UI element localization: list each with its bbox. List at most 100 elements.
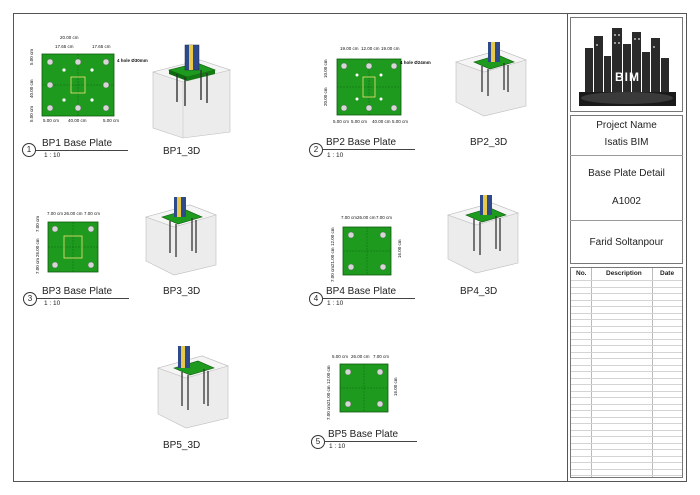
- revision-row-line: [571, 286, 682, 288]
- divider: [570, 155, 683, 156]
- revision-row-line: [571, 325, 682, 327]
- bp1-dim: 40.00 cm: [29, 79, 34, 98]
- bp4-plan-drawing: [342, 226, 392, 276]
- view-number-4: 4: [309, 292, 323, 306]
- bp2-3d-title[interactable]: BP2_3D: [470, 137, 508, 148]
- bp3-title[interactable]: BP3 Base Plate: [42, 286, 113, 297]
- sheet-name: Base Plate Detail: [588, 168, 665, 179]
- bp1-dim: 5.00 cm: [43, 118, 60, 123]
- bp1-3d-title[interactable]: BP1_3D: [163, 146, 201, 157]
- bp1-dim: 5.00 cm: [29, 105, 34, 122]
- bp4-3d-title[interactable]: BP4_3D: [460, 286, 498, 297]
- bp1-hole-note: 4 hole Ø30mm: [117, 58, 148, 63]
- revision-row-line: [571, 293, 682, 294]
- bp5-3d-model: [157, 346, 229, 429]
- author-name: Farid Soltanpour: [589, 237, 664, 248]
- bp2-title[interactable]: BP2 Base Plate: [326, 137, 397, 148]
- bp3-dim: 26.00 cm: [35, 238, 40, 257]
- divider: [570, 220, 683, 221]
- bp5-scale: 1 : 10: [329, 443, 346, 450]
- view-number-3: 3: [23, 292, 37, 306]
- bp5-dim: 16.00 cm: [393, 377, 398, 396]
- bp4-dim: 7.00 cm: [341, 215, 358, 220]
- bp5-dim: 7.00 cm: [326, 403, 331, 420]
- revision-row-line: [571, 312, 682, 314]
- bp4-dim: 21.00 cm: [330, 247, 335, 266]
- bp3-dim: 7.00 cm: [47, 211, 64, 216]
- revision-row-line: [571, 338, 682, 340]
- bp1-dim: 17.65 cm: [55, 44, 74, 49]
- bp1-dim: 5.00 cm: [103, 118, 120, 123]
- bp1-3d-model: [151, 44, 232, 139]
- revision-row-line: [571, 306, 682, 307]
- view-number-5: 5: [311, 435, 325, 449]
- revision-row-line: [571, 351, 682, 353]
- bp2-dim: 5.00 cm: [392, 119, 409, 124]
- revision-row-line: [571, 423, 682, 424]
- revision-row-line: [571, 436, 682, 437]
- bp5-plan-drawing: [339, 363, 389, 413]
- bp4-3d-model: [447, 195, 519, 274]
- bp1-dim: 40.00 cm: [68, 118, 87, 123]
- revision-row-line: [571, 319, 682, 320]
- bp3-3d-model: [145, 197, 217, 276]
- revision-row-line: [571, 371, 682, 372]
- revision-row-line: [571, 442, 682, 444]
- company-logo: BIM: [570, 17, 683, 112]
- revision-row-line: [571, 416, 682, 418]
- revision-row-line: [571, 332, 682, 333]
- bp4-dim: 7.00 cm: [376, 215, 393, 220]
- bp3-3d-title[interactable]: BP3_3D: [163, 286, 201, 297]
- revision-col-date: Date: [660, 270, 675, 277]
- revision-row-line: [571, 455, 682, 457]
- revision-row-line: [571, 377, 682, 379]
- project-name-label: Project Name: [596, 120, 657, 131]
- revision-row-line: [571, 468, 682, 470]
- title-block-panel: [567, 13, 687, 482]
- revision-col-description: Description: [606, 270, 642, 277]
- revision-row-line: [571, 345, 682, 346]
- bp2-dim: 19.00 cm: [340, 46, 359, 51]
- bp2-dim: 19.00 cm: [381, 46, 400, 51]
- revision-row-line: [571, 299, 682, 301]
- revision-col-divider: [591, 268, 592, 477]
- revision-row-line: [571, 384, 682, 385]
- revision-row-line: [571, 280, 682, 281]
- bp2-dim: 12.00 cm: [361, 46, 380, 51]
- bp2-hole-note: 4 hole Ø24mm: [400, 60, 431, 65]
- title-underline: [323, 149, 415, 150]
- bp3-dim: 26.00 cm: [64, 211, 83, 216]
- revision-row-line: [571, 475, 682, 476]
- bp1-title[interactable]: BP1 Base Plate: [42, 138, 113, 149]
- revision-row-line: [571, 358, 682, 359]
- bp4-dim: 26.00 cm: [357, 215, 376, 220]
- revision-row-line: [571, 390, 682, 392]
- bp3-dim: 7.00 cm: [35, 215, 40, 232]
- bp2-3d-model: [455, 42, 527, 117]
- bp4-title[interactable]: BP4 Base Plate: [326, 286, 397, 297]
- view-number-2: 2: [309, 143, 323, 157]
- bp5-3d-title[interactable]: BP5_3D: [163, 440, 201, 451]
- bp5-dim: 12.00 cm: [326, 365, 331, 384]
- project-info-box: [570, 115, 683, 264]
- revision-col-divider: [652, 268, 653, 477]
- bp5-dim: 26.00 cm: [351, 354, 370, 359]
- bp1-dim: 5.00 cm: [29, 48, 34, 65]
- bp2-dim: 40.00 cm: [372, 119, 391, 124]
- bp3-scale: 1 : 10: [44, 300, 61, 307]
- project-name: Isatis BIM: [604, 137, 649, 148]
- bp1-dim: 17.65 cm: [92, 44, 111, 49]
- bp2-dim: 5.00 cm: [333, 119, 350, 124]
- bp4-dim: 16.00 cm: [397, 239, 402, 258]
- bp1-dim: 20.00 cm: [60, 35, 79, 40]
- title-underline: [36, 150, 128, 151]
- revision-row-line: [571, 429, 682, 431]
- revision-row-line: [571, 449, 682, 450]
- revision-row-line: [571, 364, 682, 366]
- bp1-plan-drawing: [41, 53, 115, 117]
- logo-text: BIM: [615, 70, 640, 84]
- bp4-scale: 1 : 10: [327, 300, 344, 307]
- bp3-plan-drawing: [47, 221, 99, 273]
- bp5-title[interactable]: BP5 Base Plate: [328, 429, 399, 440]
- title-underline: [325, 441, 417, 442]
